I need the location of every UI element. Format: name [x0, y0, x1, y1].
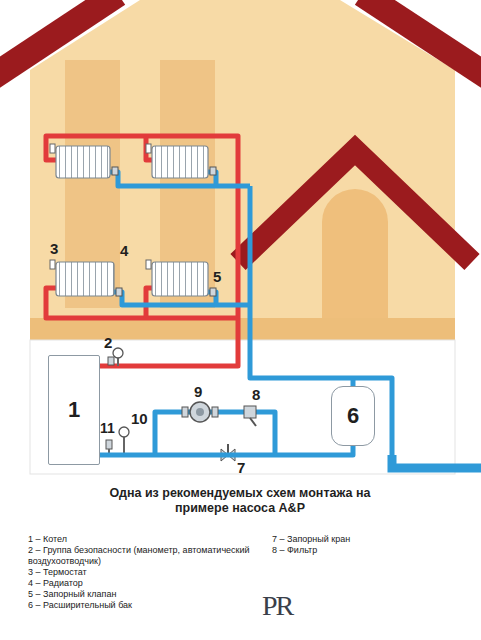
- callout-number: 5: [213, 268, 221, 285]
- return-pipe: [100, 446, 353, 455]
- filter-part: [244, 406, 256, 418]
- thermostat-part: [146, 144, 151, 153]
- return-gauge-part: [123, 437, 125, 455]
- shutoff-valve-part: [210, 288, 216, 296]
- expansion-tank: 6: [331, 386, 375, 446]
- pump-part: [182, 407, 188, 417]
- pump-part: [212, 407, 218, 417]
- roof: [0, 0, 481, 80]
- return-pipe-part: [155, 412, 275, 455]
- filter-part: [250, 418, 256, 426]
- radiator-part: [152, 262, 208, 296]
- radiator-part: [152, 146, 208, 178]
- legend-entry: 6 – Расширительный бак: [28, 600, 253, 611]
- thermostat-part: [50, 144, 55, 153]
- floor-slab: [30, 318, 455, 340]
- outlet-pipe: [392, 455, 481, 468]
- pump-part: [196, 408, 204, 416]
- supply-pipe-part: [146, 136, 152, 160]
- callout-number: 8: [252, 386, 260, 403]
- callout-number: 10: [131, 410, 148, 427]
- legend-entry: 8 – Фильтр: [272, 545, 462, 556]
- supply-pipe: [46, 136, 238, 366]
- legend-entry: 3 – Термостат: [28, 567, 253, 578]
- annex-part: [322, 189, 388, 320]
- filter: [244, 406, 256, 426]
- shutoff-valve-part: [112, 167, 118, 175]
- safety-group-part: [108, 357, 114, 365]
- callout-number: 11: [100, 420, 115, 436]
- legend-entry: 5 – Запорный клапан: [28, 589, 253, 600]
- legend-entry: 4 – Радиатор: [28, 578, 253, 589]
- roof-part: [0, 0, 118, 80]
- pump-part: [190, 402, 210, 422]
- legend-entry: 7 – Запорный кран: [272, 534, 462, 545]
- return-gauge-part: [106, 440, 112, 449]
- radiator-part: [56, 262, 114, 296]
- legend-column: 7 – Запорный кран8 – Фильтр: [272, 534, 462, 556]
- return-gauge-part: [119, 427, 129, 437]
- annex-part: [262, 155, 448, 320]
- callout-number: 3: [50, 240, 58, 257]
- thermostat-part: [50, 260, 55, 269]
- supply-pipe-part: [46, 136, 238, 366]
- callout-number: 4: [120, 242, 128, 259]
- callout-number: 9: [194, 383, 202, 400]
- callout-number: 6: [347, 404, 359, 428]
- thermostat-part: [146, 260, 151, 269]
- radiator: [56, 146, 208, 296]
- legend-column: 1 – Котел2 – Группа безопасности (маноме…: [28, 534, 253, 611]
- callout-number: 7: [237, 459, 245, 476]
- return-pipe-part: [351, 378, 356, 386]
- diagram-title: Одна из рекомендуемых схем монтажа на пр…: [95, 486, 385, 516]
- shutoff-valve: [112, 167, 216, 296]
- legend-entry: 2 – Группа безопасности (манометр, автом…: [28, 545, 253, 567]
- return-pipe: [110, 172, 392, 455]
- shutoff-valve-part: [210, 167, 216, 175]
- boiler-box: 1: [48, 355, 100, 465]
- return-pipe-part: [250, 186, 392, 455]
- annex: [238, 150, 472, 320]
- callout-number: 1: [68, 398, 80, 422]
- legend-entry: 1 – Котел: [28, 534, 253, 545]
- callout-number: 2: [104, 334, 112, 351]
- roof-part: [362, 0, 481, 80]
- logo-mark: PR: [262, 590, 292, 622]
- thermostat: [50, 144, 151, 269]
- radiator-part: [56, 146, 110, 178]
- shutoff-valve-part: [116, 288, 122, 296]
- pump: [182, 402, 218, 422]
